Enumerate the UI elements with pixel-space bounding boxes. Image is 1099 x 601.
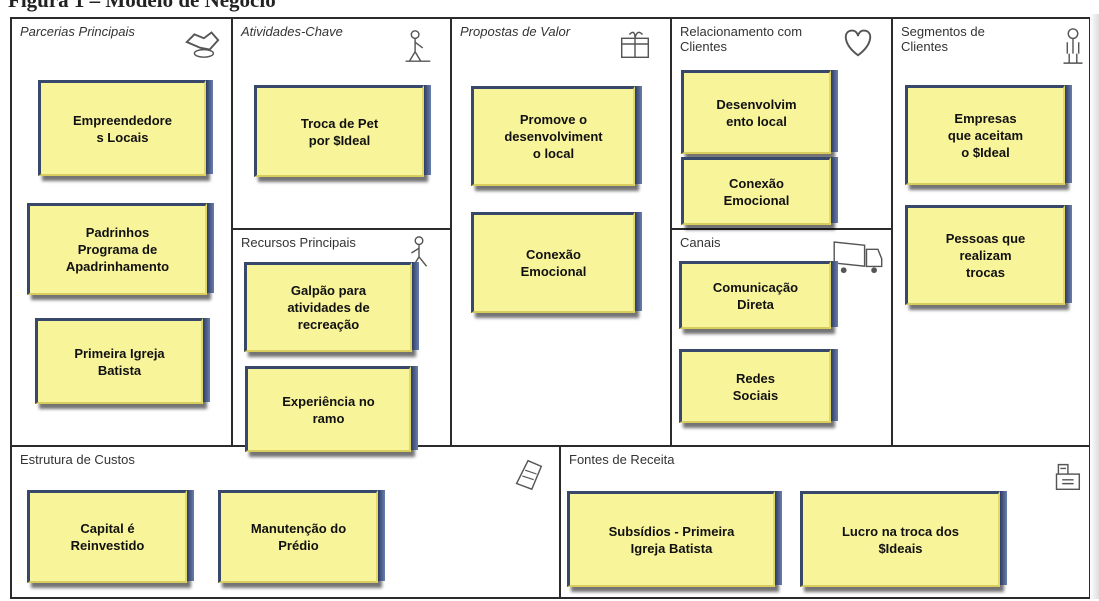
- sticky-note-comunicacao: Comunicação Direta: [679, 261, 838, 329]
- sticky-note-lucro: Lucro na troca dos $Ideais: [800, 491, 1007, 587]
- sticky-note-padrinhos: Padrinhos Programa de Apadrinhamento: [27, 203, 214, 295]
- gift-icon: [620, 31, 650, 59]
- sticky-note-subsidios: Subsídios - Primeira Igreja Batista: [567, 491, 782, 587]
- sticky-note-pessoas: Pessoas que realizam trocas: [905, 205, 1072, 305]
- sticky-note-experiencia: Experiência no ramo: [245, 366, 418, 452]
- worker-icon: [405, 30, 431, 62]
- figure-caption-clipped: Figura 1 – Modelo de Negócio: [8, 0, 276, 12]
- sticky-note-desenvolvimento: Desenvolvim ento local: [681, 70, 838, 154]
- sticky-note-manutencao: Manutenção do Prédio: [218, 490, 385, 583]
- truck-icon: [833, 241, 883, 274]
- cell-title: Segmentos de Clientes: [901, 24, 985, 54]
- cash-register-icon: [1055, 463, 1081, 491]
- sticky-note-conexao-valor: Conexão Emocional: [471, 212, 642, 313]
- cell-title: Recursos Principais: [241, 235, 356, 250]
- person-icon: [1063, 28, 1083, 64]
- sticky-note-troca-pet: Troca de Pet por $Ideal: [254, 85, 431, 177]
- sticky-note-galpao: Galpão para atividades de recreação: [244, 262, 419, 352]
- sticky-note-empresas: Empresas que aceitam o $Ideal: [905, 85, 1072, 185]
- worker-icon: [405, 236, 428, 271]
- cell-title: Atividades-Chave: [241, 24, 343, 39]
- cell-title: Canais: [680, 235, 721, 250]
- sticky-note-promove: Promove o desenvolviment o local: [471, 86, 642, 186]
- sticky-note-primeira-igreja: Primeira Igreja Batista: [35, 318, 210, 404]
- cell-title: Parcerias Principais: [20, 24, 135, 39]
- sticky-note-capital: Capital é Reinvestido: [27, 490, 194, 583]
- cell-title: Propostas de Valor: [460, 24, 571, 39]
- handshake-icon: [185, 31, 220, 58]
- cell-title: Fontes de Receita: [569, 452, 675, 467]
- sticky-note-empreendedores: Empreendedore s Locais: [38, 80, 213, 176]
- receipt-icon: [515, 459, 543, 491]
- page-edge: [1090, 14, 1099, 599]
- heart-icon: [844, 29, 872, 57]
- cell-title: Relacionamento com Clientes: [680, 24, 803, 54]
- sticky-note-redes: Redes Sociais: [679, 349, 838, 423]
- cell-title: Estrutura de Custos: [20, 452, 135, 467]
- sticky-note-conexao-relacionamento: Conexão Emocional: [681, 157, 838, 225]
